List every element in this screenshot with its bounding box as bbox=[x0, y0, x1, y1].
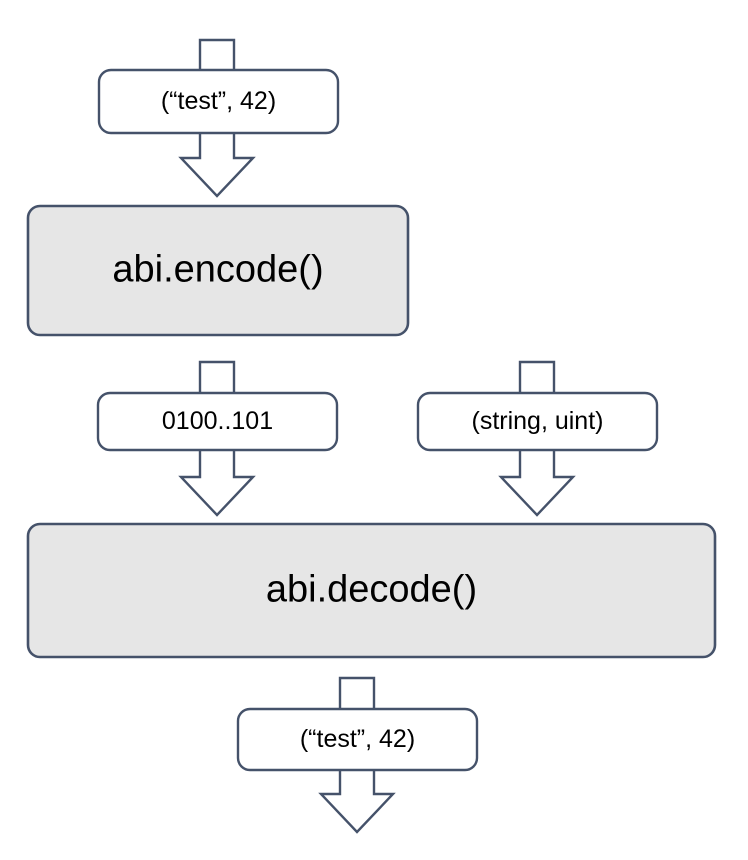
node-label-type-tuple: (string, uint) bbox=[472, 407, 604, 435]
node-shape-output-tuple bbox=[236, 707, 479, 772]
flow-arrow bbox=[498, 449, 576, 517]
node-label-abi-encode: abi.encode() bbox=[112, 249, 323, 291]
node-label-output-tuple: (“test”, 42) bbox=[300, 725, 415, 753]
flow-stem bbox=[198, 360, 236, 394]
node-label-encoded-bytes: 0100..101 bbox=[162, 407, 273, 435]
flow-arrow bbox=[178, 449, 256, 517]
node-label-input-tuple: (“test”, 42) bbox=[161, 87, 276, 115]
node-shape-abi-encode bbox=[26, 204, 410, 337]
node-output-tuple: (“test”, 42) bbox=[236, 707, 479, 772]
flow-arrow bbox=[178, 132, 256, 198]
node-label-abi-decode: abi.decode() bbox=[266, 569, 477, 611]
node-shape-abi-decode bbox=[26, 522, 717, 659]
node-abi-encode: abi.encode() bbox=[26, 204, 410, 337]
nodes-layer: (“test”, 42) abi.encode() 0100..101 (string… bbox=[26, 68, 717, 772]
flow-stem bbox=[518, 360, 556, 394]
connectors-layer bbox=[178, 38, 576, 834]
node-type-tuple: (string, uint) bbox=[416, 391, 659, 452]
node-abi-decode: abi.decode() bbox=[26, 522, 717, 659]
flow-stem bbox=[198, 38, 236, 71]
node-input-tuple: (“test”, 42) bbox=[97, 68, 340, 135]
node-shape-type-tuple bbox=[416, 391, 659, 452]
node-encoded-bytes: 0100..101 bbox=[96, 391, 339, 452]
flow-stem bbox=[338, 676, 376, 710]
node-shape-input-tuple bbox=[97, 68, 340, 135]
flow-arrow bbox=[318, 769, 396, 834]
node-shape-encoded-bytes bbox=[96, 391, 339, 452]
